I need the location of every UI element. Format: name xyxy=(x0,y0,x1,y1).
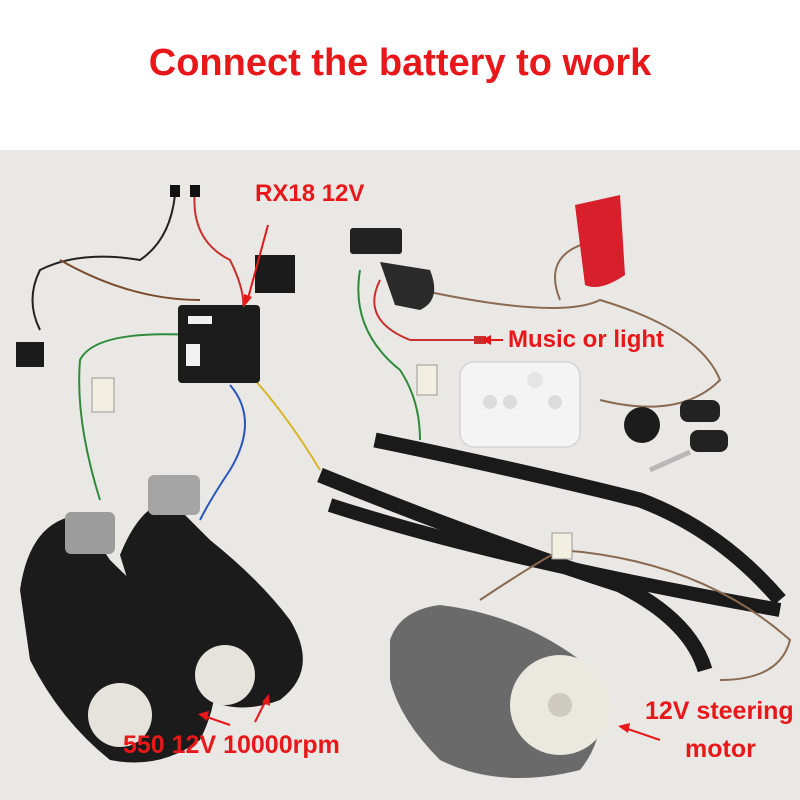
remote-button xyxy=(483,395,497,409)
arrow-music-head xyxy=(481,335,491,345)
connector-plug xyxy=(255,255,295,293)
wire-multi-right xyxy=(357,269,421,441)
red-switch xyxy=(575,195,625,288)
cable-sleeve xyxy=(327,498,782,617)
arrow-motor-a xyxy=(203,715,231,726)
connector-plug xyxy=(170,185,180,197)
pedal xyxy=(380,262,435,310)
label-steering-line2: motor xyxy=(685,735,756,763)
gear-hub xyxy=(88,683,152,747)
connector-white xyxy=(91,377,115,413)
key xyxy=(680,400,720,422)
steering-gear-center xyxy=(548,693,572,717)
wire-brown-steer xyxy=(559,549,792,681)
arrow-steering-head xyxy=(618,723,630,733)
pedal-connector xyxy=(350,228,402,254)
wire-yellow xyxy=(254,379,321,471)
wire-black xyxy=(31,194,176,331)
label-drive-motor: 550 12V 10000rpm xyxy=(123,731,340,759)
key xyxy=(690,430,728,452)
drive-motor-right xyxy=(120,500,303,708)
motor-can xyxy=(65,512,115,554)
controller-pins xyxy=(186,344,200,366)
label-steering-line1: 12V steering xyxy=(645,697,794,725)
cable-sleeve xyxy=(373,432,786,605)
arrow-rx18-head xyxy=(243,294,252,308)
wire-green xyxy=(78,333,191,501)
remote-button xyxy=(527,372,543,388)
remote-button xyxy=(503,395,517,409)
connector-white xyxy=(551,532,573,560)
connector-white xyxy=(416,364,438,396)
connector-plug xyxy=(190,185,200,197)
label-controller: RX18 12V xyxy=(255,180,365,207)
wire-red-right xyxy=(373,279,490,342)
wire-blue xyxy=(199,384,246,521)
arrow-rx18 xyxy=(246,224,269,303)
drive-motor-left xyxy=(20,515,215,763)
remote-button xyxy=(548,395,562,409)
arrow-steering xyxy=(624,727,661,741)
key-blade xyxy=(648,449,692,473)
gear-hub xyxy=(195,645,255,705)
page-title: Connect the battery to work xyxy=(148,42,652,84)
switch-small xyxy=(16,342,44,367)
remote-control xyxy=(459,361,581,448)
ignition-lock xyxy=(624,407,660,443)
connector-red xyxy=(474,336,486,344)
controller-pins xyxy=(188,316,212,324)
label-music-light: Music or light xyxy=(508,326,664,353)
arrow-motor-b xyxy=(254,699,267,723)
motor-can xyxy=(148,475,200,515)
arrow-motor-a-head xyxy=(198,711,209,721)
wire-brown-long xyxy=(419,289,722,408)
arrow-motor-b-head xyxy=(262,694,270,706)
wire-brown xyxy=(59,259,201,301)
